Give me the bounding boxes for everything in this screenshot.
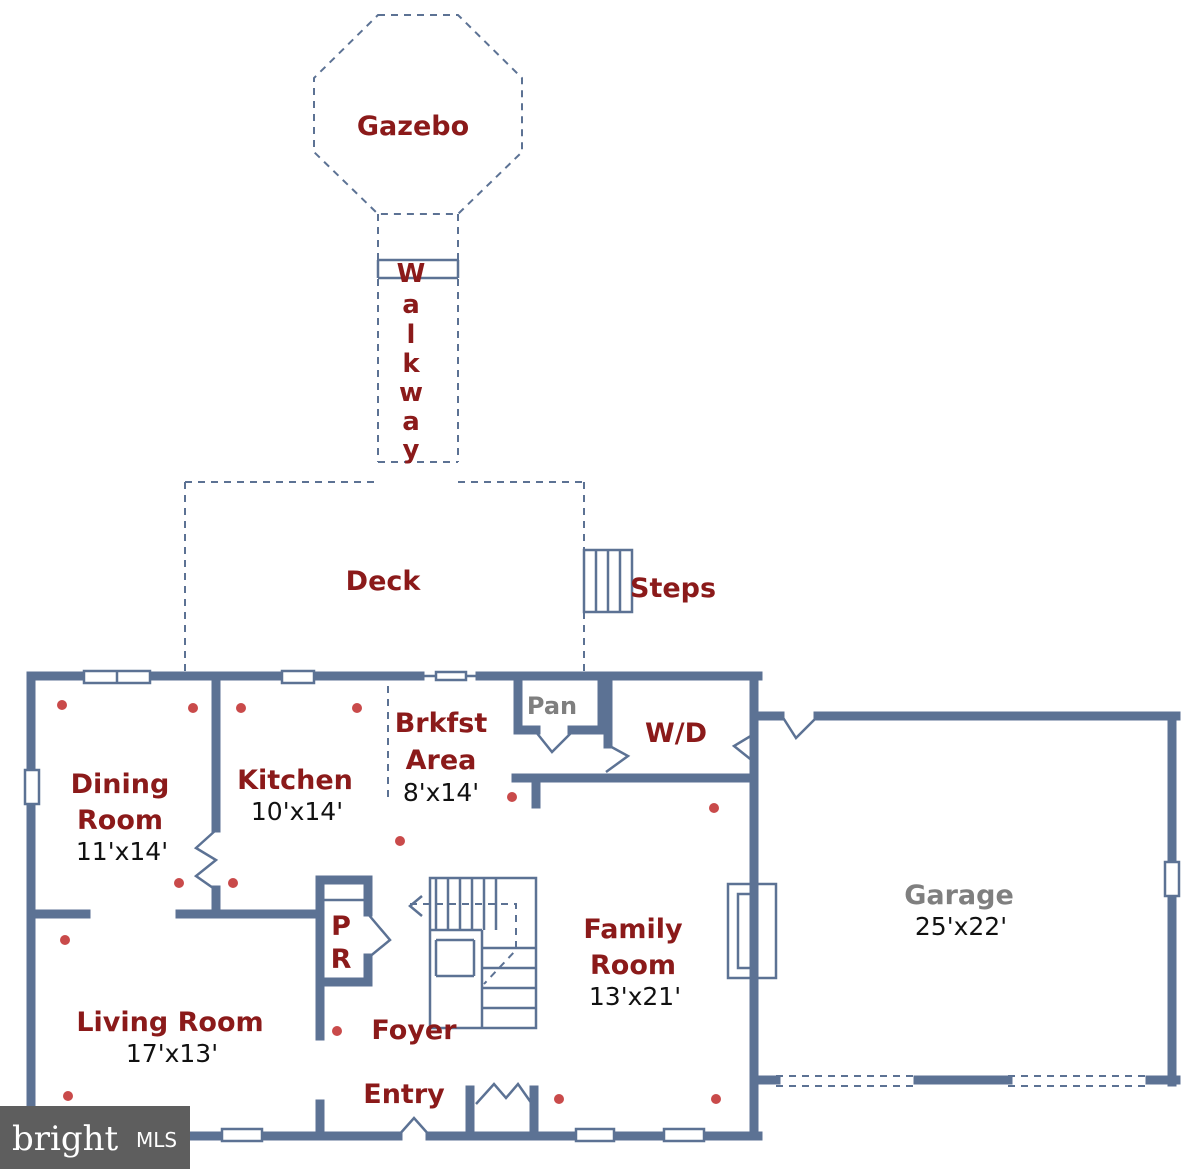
- powder-room-label: R: [331, 944, 352, 975]
- foyer-label: Foyer: [371, 1015, 457, 1046]
- dining-label: Dining: [71, 769, 170, 800]
- breakfast-size: 8'x14': [403, 778, 479, 807]
- windows: [23, 669, 706, 1143]
- dining-size: 11'x14': [76, 837, 168, 866]
- walkway-letter: w: [399, 378, 423, 408]
- interior-walls: [31, 675, 759, 1137]
- garage-window: [1163, 860, 1181, 898]
- gazebo-label: Gazebo: [357, 111, 469, 142]
- steps-icon: [582, 548, 634, 614]
- deck-label: Deck: [346, 566, 422, 597]
- washer-dryer-label: W/D: [645, 718, 707, 749]
- entry-label: Entry: [363, 1079, 445, 1110]
- kitchen-label: Kitchen: [237, 765, 353, 796]
- family-room-size: 13'x21': [589, 982, 681, 1011]
- garage-size: 25'x22': [915, 912, 1007, 941]
- walkway-letter: k: [402, 349, 420, 379]
- living-room-size: 17'x13': [126, 1039, 218, 1068]
- garage-door-swing: [780, 715, 819, 740]
- dining-label: Room: [77, 805, 163, 836]
- family-room-label: Room: [590, 950, 676, 981]
- breakfast-label: Brkfst: [395, 708, 488, 739]
- watermark-brand: bright: [12, 1119, 119, 1159]
- walkway-letter: a: [402, 290, 420, 320]
- pantry-label: Pan: [527, 692, 577, 720]
- gazebo-outline: [313, 14, 523, 215]
- walkway-letter: l: [407, 320, 416, 350]
- powder-room-label: P: [331, 911, 351, 942]
- staircase: [408, 876, 538, 1030]
- sliding-door: [420, 670, 480, 682]
- watermark-suffix: MLS: [136, 1128, 177, 1152]
- garage-walls: [749, 711, 1181, 1087]
- living-room-label: Living Room: [76, 1007, 263, 1038]
- ceiling-lights: [57, 700, 721, 1104]
- bright-mls-watermark: bright MLS: [0, 1106, 190, 1169]
- steps-label: Steps: [630, 573, 716, 604]
- garage-label: Garage: [904, 880, 1014, 911]
- walkway-letter: W: [397, 259, 426, 289]
- fireplace: [726, 882, 778, 980]
- walkway: W a l k w a y: [376, 214, 460, 465]
- kitchen-size: 10'x14': [251, 797, 343, 826]
- walkway-letter: a: [402, 407, 420, 437]
- door-swings: [193, 731, 755, 1137]
- walkway-letter: y: [403, 435, 420, 465]
- breakfast-label: Area: [406, 745, 477, 776]
- family-room-label: Family: [583, 914, 683, 945]
